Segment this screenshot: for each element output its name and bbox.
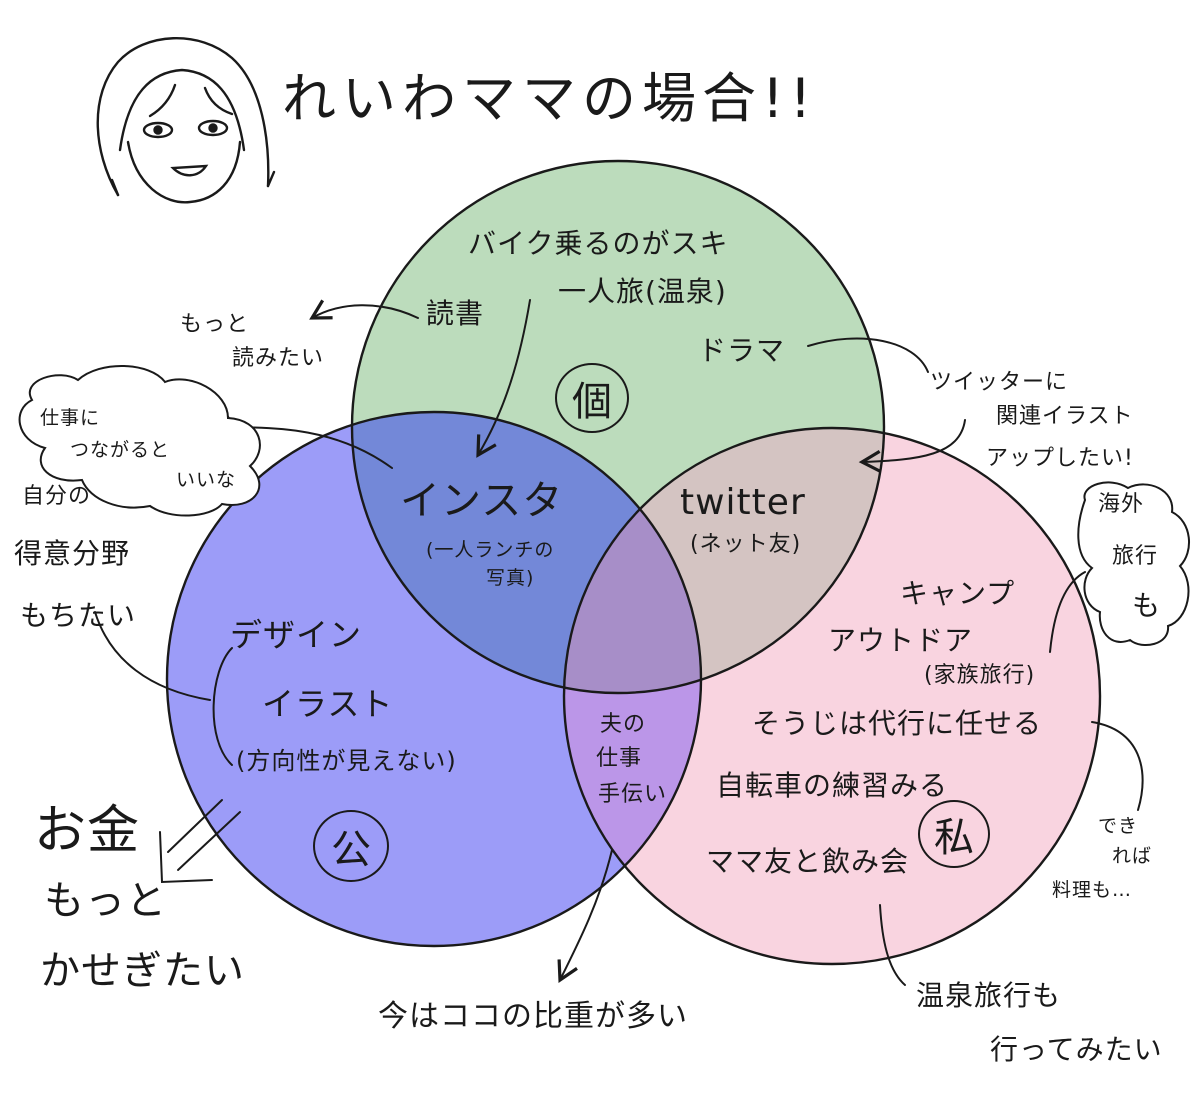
item-outdoor: アウトドア (828, 624, 974, 657)
thought-cloud-abroad (1077, 481, 1191, 646)
item-help-3: 手伝い (598, 782, 668, 807)
item-camp: キャンプ (900, 577, 1016, 610)
item-family-trip: (家族旅行) (924, 663, 1036, 688)
note-twitter-illust-1: ツイッターに (930, 370, 1069, 395)
note-abroad-3: も (1132, 589, 1162, 622)
item-illust: イラスト (262, 685, 394, 723)
item-insta-note-1: (一人ランチの (426, 539, 555, 561)
note-onsen-1: 温泉旅行も (916, 979, 1062, 1012)
note-cooking-1: でき (1098, 815, 1139, 837)
arrow-twitter-illust (858, 419, 966, 473)
item-help-1: 夫の (600, 712, 647, 737)
thought-cloud-work (18, 364, 261, 517)
note-read-more-2: 読みたい (232, 346, 325, 371)
note-money-2: もっと (44, 878, 167, 924)
note-cooking-2: れば (1112, 845, 1153, 867)
note-twitter-illust-3: アップしたい! (986, 446, 1134, 471)
arrow-to-insta (476, 299, 531, 458)
item-design: デザイン (230, 616, 363, 654)
line-onsen (879, 904, 906, 986)
note-cloud-work-3: いいな (176, 469, 237, 491)
note-cooking-3: 料理も… (1052, 879, 1133, 901)
note-twitter-illust-2: 関連イラスト (996, 404, 1134, 429)
note-onsen-2: 行ってみたい (990, 1033, 1163, 1066)
item-insta-note-2: 写真) (486, 567, 535, 589)
line-abroad (1049, 571, 1086, 653)
item-twitter: twitter (680, 482, 806, 523)
note-cloud-work-2: つながると (70, 439, 171, 461)
note-read-more-1: もっと (180, 312, 250, 337)
arrow-drama (807, 337, 929, 373)
curve-strength (94, 611, 211, 701)
note-money-1: お金 (34, 801, 141, 861)
bracket-design (212, 647, 233, 766)
note-money-3: かせぎたい (40, 948, 245, 994)
item-drama: ドラマ (698, 334, 786, 367)
item-twitter-note: (ネット友) (690, 532, 802, 557)
item-cleaning: そうじは代行に任せる (752, 707, 1043, 740)
note-strength-3: もちたい (20, 599, 137, 632)
set-label-kojin: 個 (555, 363, 629, 433)
set-label-ooyake: 公 (313, 810, 389, 882)
item-insta: インスタ (400, 478, 564, 524)
note-strength-1: 自分の (22, 484, 92, 509)
item-bike-practice: 自転車の練習みる (716, 769, 949, 802)
line-cooking (1091, 721, 1144, 811)
arrow-ratio (557, 849, 613, 983)
page-title: れいわママの場合!! (282, 67, 818, 130)
item-solo-trip: 一人旅(温泉) (558, 275, 727, 308)
note-ratio: 今はココの比重が多い (378, 999, 688, 1034)
note-abroad-1: 海外 (1098, 492, 1145, 517)
item-mama-party: ママ友と飲み会 (706, 845, 910, 878)
note-cloud-work-1: 仕事に (40, 407, 101, 429)
note-strength-2: 得意分野 (14, 537, 131, 570)
item-direction: (方向性が見えない) (236, 747, 457, 775)
set-label-watashi: 私 (918, 800, 990, 868)
arrow-money (159, 799, 241, 884)
item-reading: 読書 (426, 297, 485, 330)
item-help-2: 仕事 (596, 746, 643, 771)
note-abroad-2: 旅行 (1112, 544, 1159, 569)
item-bike: バイク乗るのがスキ (468, 227, 729, 260)
woman-face-icon (96, 37, 276, 204)
arrow-reading (309, 299, 419, 320)
